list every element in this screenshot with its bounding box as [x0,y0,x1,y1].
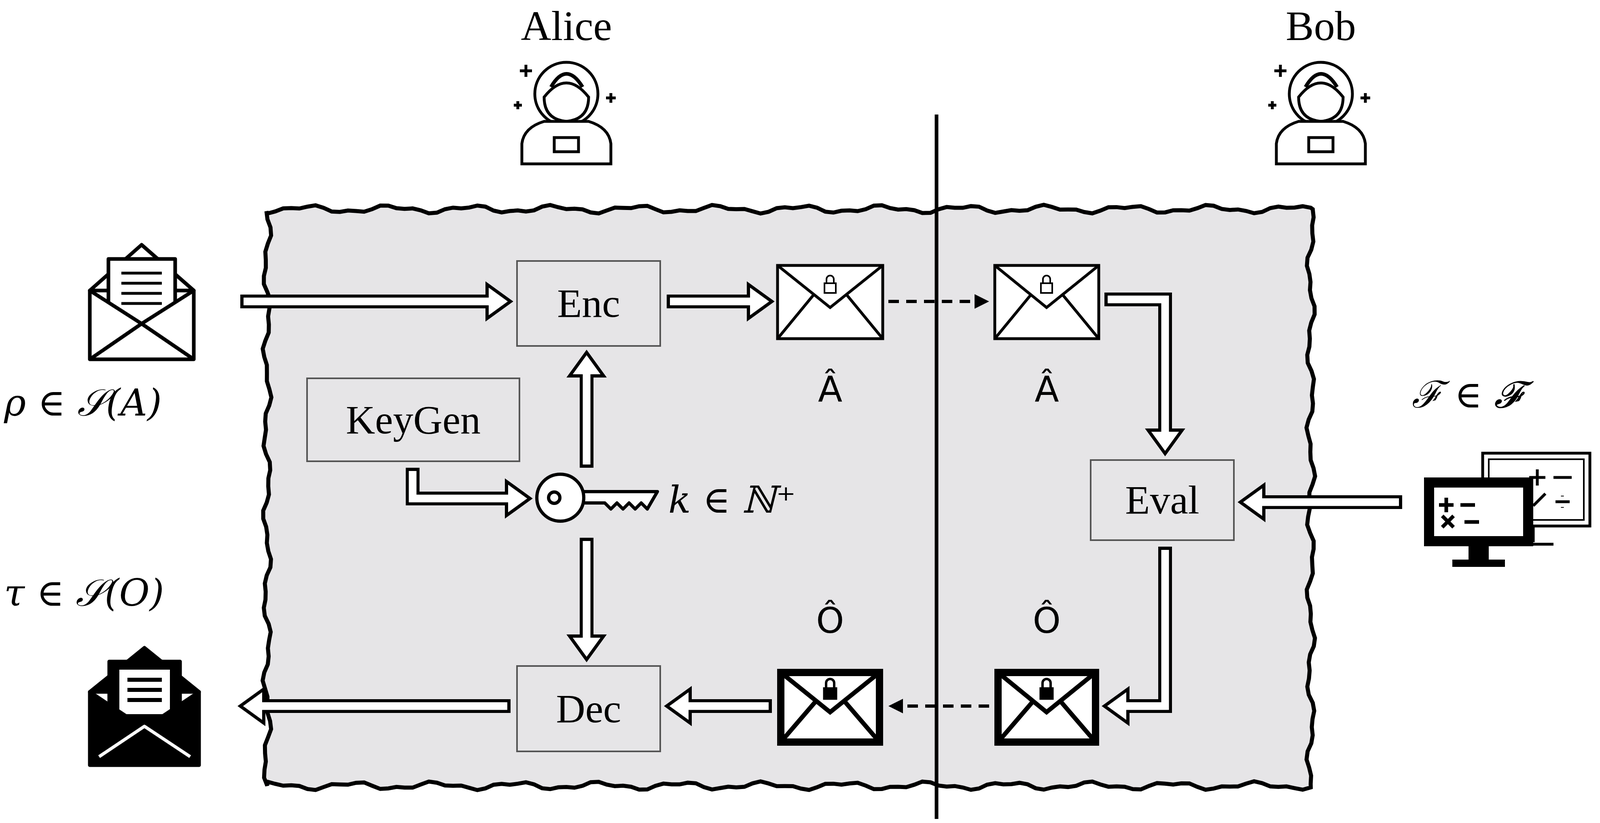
dashed-line [900,704,990,708]
party-name: Alice [520,4,612,47]
process-arrow [240,284,511,319]
process-box: KeyGen [306,377,521,462]
process-box: Enc [516,260,662,347]
divider-line [934,114,939,819]
box-label: Eval [1125,479,1200,521]
process-box: Eval [1089,459,1235,541]
key-node: k ∈ ℕ⁺ [525,473,818,532]
arrow-outline [1127,546,1166,706]
transmission-arrow [888,698,990,714]
node-label: Ô [777,602,883,639]
arrow-body [686,702,769,710]
party-name: Bob [1285,4,1356,47]
function-input: ℱ ∈ 𝓕 [1407,368,1596,569]
input-state: ρ ∈ 𝒮(A) [4,242,235,425]
node-label: Â [994,371,1099,407]
arrow-body [243,297,492,306]
arrow-head [888,698,903,714]
arrow-body [582,540,591,640]
box-label: KeyGen [345,399,481,441]
filled-envelope-icon [89,647,200,766]
process-arrow [1240,485,1403,520]
arrow-body [259,702,508,710]
ciphertext-envelope: Â [777,265,883,414]
process-arrow [240,688,511,723]
dashed-line [888,299,977,304]
ciphertext-envelope: Â [994,265,1099,414]
arrow-body [1123,549,1166,706]
transmission-arrow [888,294,990,309]
output-state: τ ∈ 𝒮(O) [4,566,235,767]
arrow-body [669,297,753,306]
process-arrow [569,352,604,468]
locked-envelope-bold-icon [998,672,1096,742]
process-arrow [1104,546,1166,723]
ciphertext-envelope: Ô [994,602,1099,747]
process-arrow [666,688,772,723]
arrow-body [1259,498,1399,507]
key-icon [536,474,658,522]
arrow-outline [1104,299,1166,431]
process-arrow [666,284,772,319]
node-label: ℱ ∈ 𝓕 [1411,376,1522,414]
locked-envelope-icon [777,265,883,339]
arrow-body [582,371,591,465]
process-arrow [412,467,530,516]
bob-icon [1268,62,1371,164]
arrow-body [412,470,511,499]
node-label: Ô [994,602,1099,639]
alice-icon [513,62,616,164]
locked-envelope-bold-icon [780,672,880,742]
arrow-outline [412,467,508,499]
box-label: Dec [556,688,622,730]
open-envelope-icon [89,244,194,360]
locked-envelope-icon [994,265,1099,339]
computer-icon [1424,453,1590,567]
node-label: Â [777,371,883,407]
node-label: ρ ∈ 𝒮(A) [4,384,162,422]
process-arrow [1104,299,1183,454]
process-box: Dec [516,665,662,753]
box-label: Enc [557,283,620,324]
ciphertext-envelope: Ô [777,602,883,747]
process-arrow [569,537,604,660]
node-label: k ∈ ℕ⁺ [668,481,796,519]
arrow-head [974,294,990,309]
arrow-body [1107,299,1166,435]
node-label: τ ∈ 𝒮(O) [4,574,165,612]
